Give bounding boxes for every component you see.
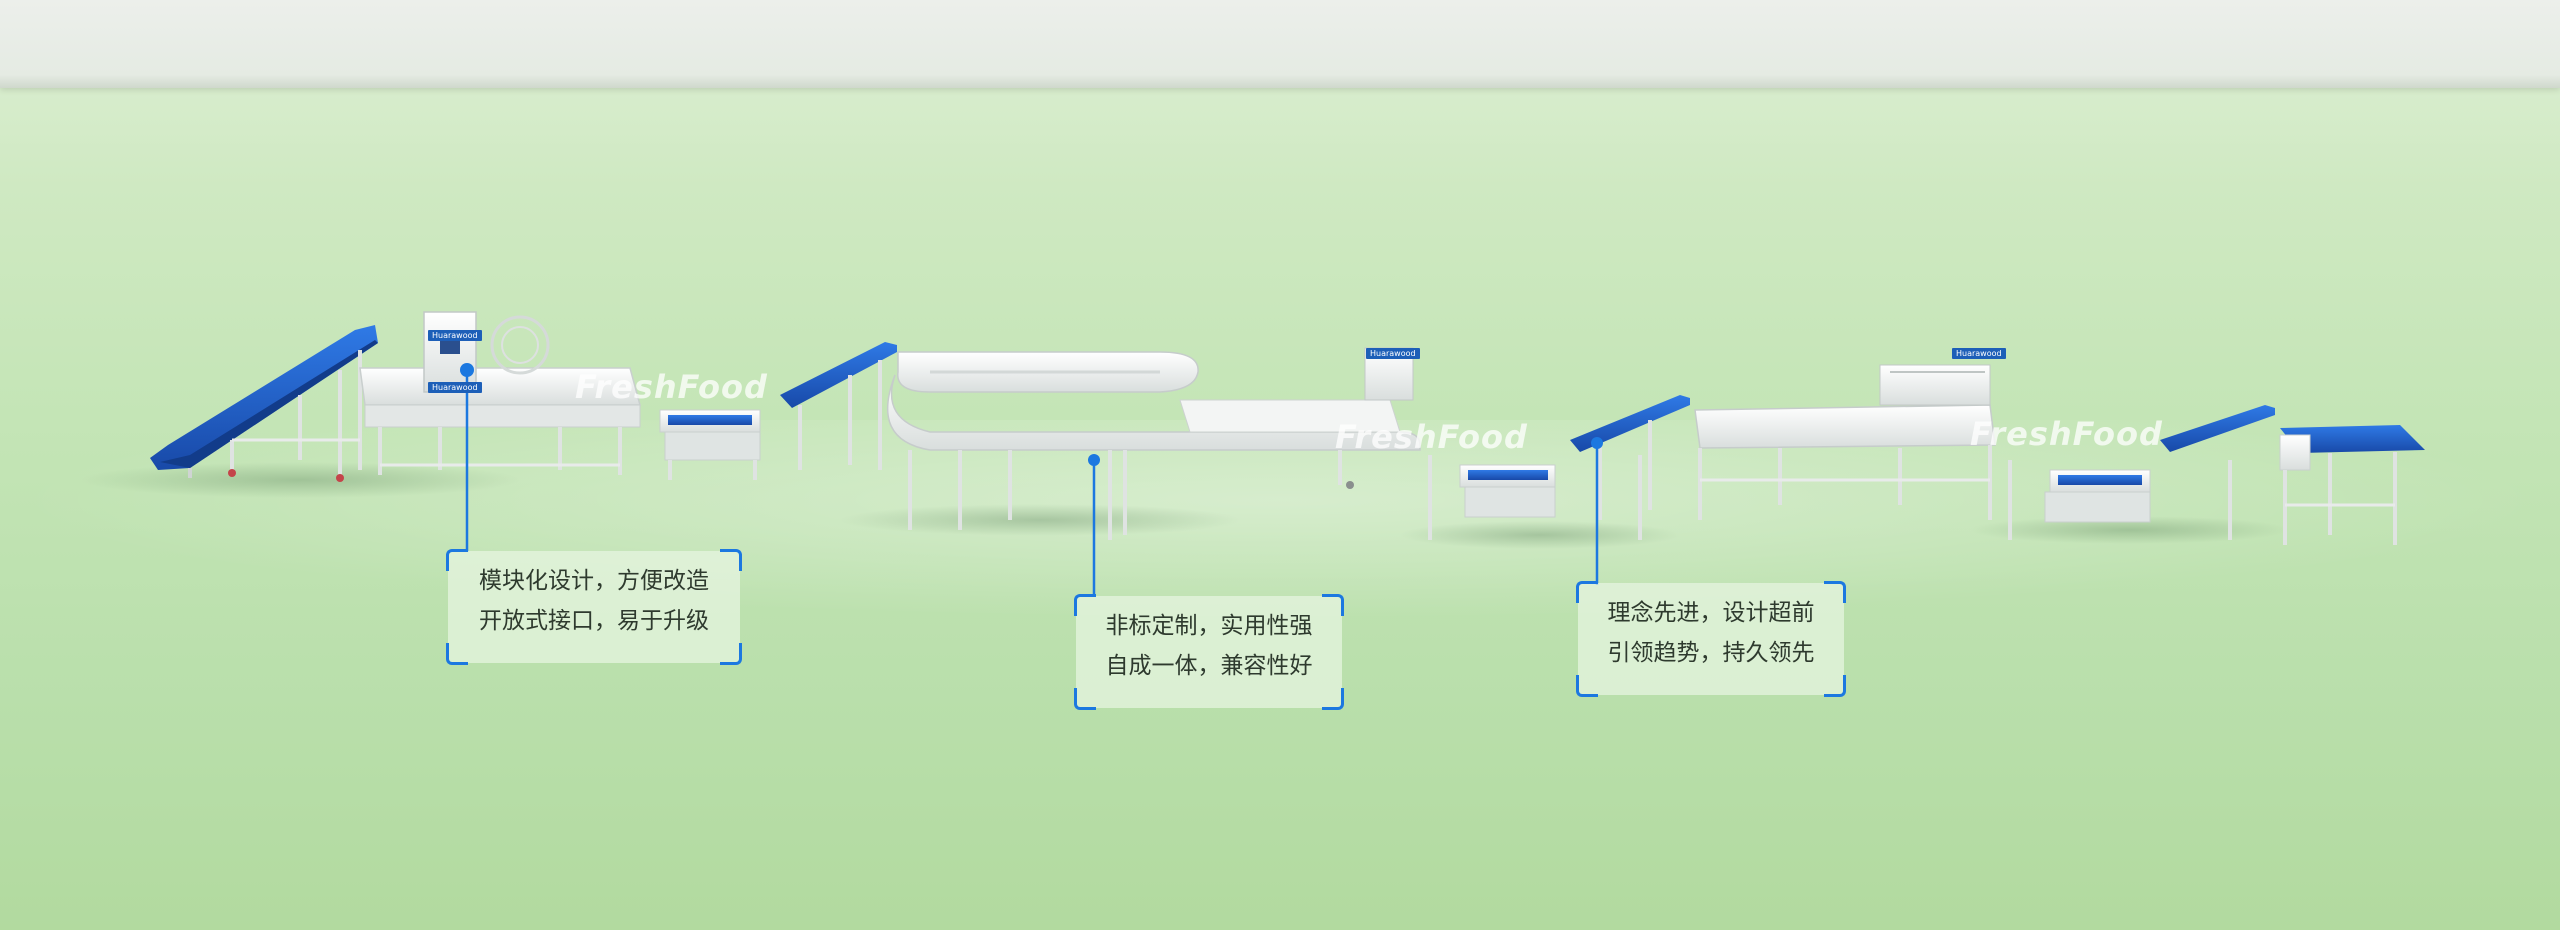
ceiling-band bbox=[0, 0, 2560, 88]
callout-modular-design: 模块化设计，方便改造 开放式接口，易于升级 bbox=[446, 549, 742, 665]
corner-bracket bbox=[446, 643, 468, 665]
incline-conveyor-1 bbox=[150, 325, 378, 482]
freshfood-watermark-1: FreshFood bbox=[575, 368, 768, 406]
freshfood-watermark-3: FreshFood bbox=[1970, 415, 2163, 453]
callout-line: 自成一体，兼容性好 bbox=[1105, 653, 1313, 679]
corner-bracket bbox=[1824, 675, 1846, 697]
corner-bracket bbox=[1322, 594, 1344, 616]
callout-line: 理念先进，设计超前 bbox=[1607, 600, 1815, 626]
freshfood-watermark-2: FreshFood bbox=[1335, 418, 1528, 456]
callout-advanced-concept: 理念先进，设计超前 引领趋势，持久领先 bbox=[1576, 581, 1846, 697]
corner-bracket bbox=[1824, 581, 1846, 603]
corner-bracket bbox=[1074, 594, 1096, 616]
brand-plate-4: Huarawood bbox=[1952, 348, 2006, 359]
callout-line: 开放式接口，易于升级 bbox=[479, 608, 709, 634]
brand-plate-2: Huarawood bbox=[428, 330, 482, 341]
callout-line: 模块化设计，方便改造 bbox=[479, 568, 709, 594]
vibrating-separator-3 bbox=[2008, 405, 2275, 540]
callout-line: 引领趋势，持久领先 bbox=[1607, 640, 1815, 666]
serpentine-flume bbox=[886, 347, 1421, 540]
callout-line: 非标定制，实用性强 bbox=[1105, 613, 1313, 639]
vibrating-separator-2 bbox=[1428, 395, 1690, 540]
corner-bracket bbox=[1576, 675, 1598, 697]
washer-2 bbox=[1694, 364, 1996, 520]
flat-conveyor bbox=[2279, 425, 2425, 545]
brand-plate-3: Huarawood bbox=[1366, 348, 1420, 359]
corner-bracket bbox=[1576, 581, 1598, 603]
corner-bracket bbox=[720, 549, 742, 571]
leader-lines bbox=[460, 363, 1603, 597]
callout-custom-built: 非标定制，实用性强 自成一体，兼容性好 bbox=[1074, 594, 1344, 710]
corner-bracket bbox=[1322, 688, 1344, 710]
vibrating-separator-1 bbox=[659, 409, 761, 480]
corner-bracket bbox=[720, 643, 742, 665]
incline-conveyor-2 bbox=[780, 342, 897, 470]
washer-1 bbox=[359, 311, 641, 475]
corner-bracket bbox=[446, 549, 468, 571]
brand-plate-1: Huarawood bbox=[428, 382, 482, 393]
corner-bracket bbox=[1074, 688, 1096, 710]
